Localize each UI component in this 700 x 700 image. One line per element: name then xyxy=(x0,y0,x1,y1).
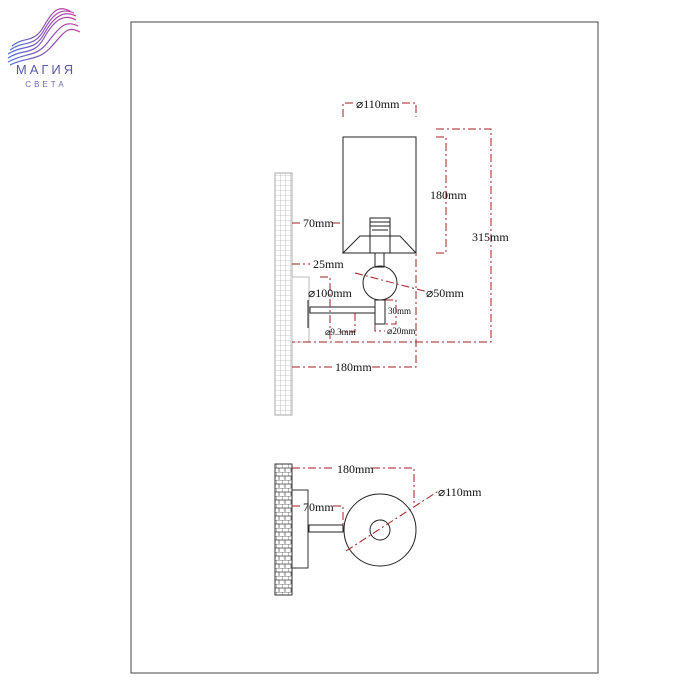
label-shade-height: 180mm xyxy=(430,188,467,202)
label-ball-diameter: ⌀50mm xyxy=(426,286,465,300)
arm xyxy=(309,306,376,314)
shade-holder xyxy=(341,235,418,254)
label-socket-height: 30mm xyxy=(388,306,411,316)
backplate-top xyxy=(291,489,309,569)
label-depth-top: 180mm xyxy=(337,462,374,476)
side-view: ⌀110mm 180mm 315mm 70mm 25mm ⌀100mm ⌀50m… xyxy=(274,97,509,416)
wave-logo-icon xyxy=(7,8,81,66)
upper-stem xyxy=(374,252,385,268)
dim-ball-diameter xyxy=(354,272,429,293)
wall-top xyxy=(274,463,293,596)
drawing-frame xyxy=(130,21,599,674)
label-total-height: 315mm xyxy=(472,230,509,244)
label-arm-diameter: ⌀9.3mm xyxy=(325,327,356,337)
dim-total-height xyxy=(292,128,492,343)
label-shade-diameter: ⌀110mm xyxy=(356,97,400,111)
label-shade-offset: 70mm xyxy=(303,216,334,230)
dim-shade-height xyxy=(436,136,447,254)
dim-arm-diameter xyxy=(340,313,356,333)
logo-text-1: МАГИЯ xyxy=(15,62,77,77)
label-depth: 180mm xyxy=(335,360,372,374)
dim-shade-diameter xyxy=(342,102,417,117)
brand-logo xyxy=(4,8,84,98)
label-base-diameter: ⌀100mm xyxy=(308,286,353,300)
dim-diameter-top xyxy=(345,489,441,552)
wall xyxy=(274,172,293,416)
label-arm-offset: 25mm xyxy=(313,257,344,271)
socket-top xyxy=(369,519,391,541)
dim-base-diameter xyxy=(320,276,331,342)
arm-top xyxy=(308,524,344,533)
socket-thread xyxy=(370,221,390,231)
label-offset-top: 70mm xyxy=(303,500,334,514)
bulb-socket xyxy=(369,217,391,237)
dim-depth xyxy=(292,253,417,368)
dim-socket-diameter xyxy=(374,324,385,332)
logo-text-2: СВЕТА xyxy=(25,80,67,89)
shade-top xyxy=(343,493,417,567)
backplate xyxy=(291,276,310,343)
label-diameter-top: ⌀110mm xyxy=(438,485,482,499)
label-socket-diameter: ⌀20mm xyxy=(387,326,415,336)
dim-offset-top xyxy=(292,505,344,525)
dim-depth-top xyxy=(292,467,415,505)
top-view: 180mm 70mm ⌀110mm xyxy=(274,462,482,596)
socket-stem xyxy=(374,299,386,325)
dim-socket-height xyxy=(385,299,397,325)
ball-joint xyxy=(362,265,398,301)
